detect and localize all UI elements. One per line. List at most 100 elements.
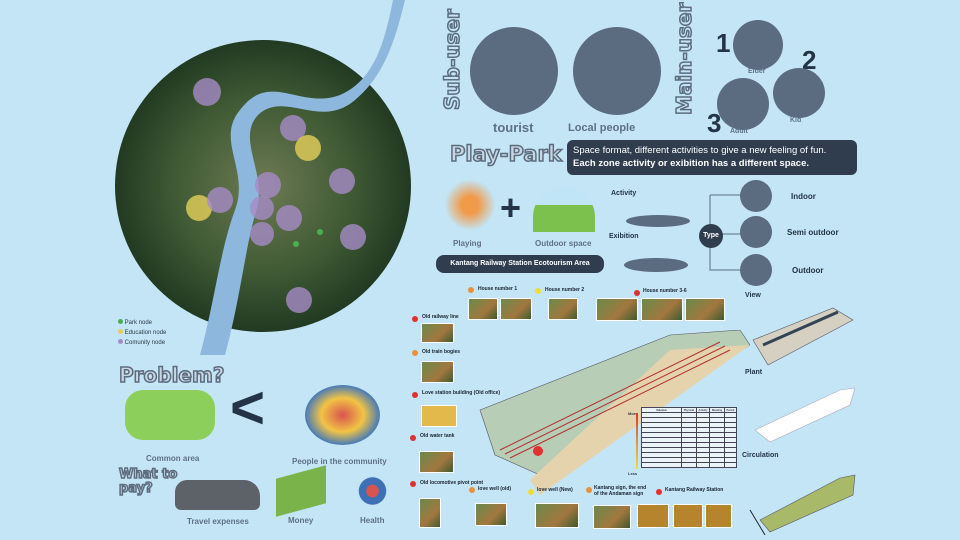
sub-user-title: Sub-user [439, 8, 465, 110]
outdoor-label: Outdoor [792, 266, 824, 275]
map-legend: Park node Education node Comunity node [118, 318, 166, 348]
legend-label: Park node [124, 320, 153, 326]
point-photo [421, 405, 457, 427]
community-node [250, 196, 274, 220]
point-label: Old water tank [420, 433, 455, 439]
point-photo [475, 503, 507, 526]
point-photo [593, 505, 631, 529]
description-line-2: Each zone activity or exibition has a di… [573, 158, 809, 169]
community-node [207, 187, 233, 213]
description-line-1: Space format, different activities to gi… [573, 145, 827, 156]
point-photo [637, 504, 669, 528]
community-node [329, 168, 355, 194]
point-marker [586, 487, 592, 493]
point-marker [528, 489, 534, 495]
more-label: More [628, 411, 638, 416]
activity-illustration [626, 215, 690, 227]
number-1: 1 [716, 28, 731, 58]
point-label: House number 2 [545, 287, 585, 293]
valuation-scale [636, 413, 638, 469]
point-photo [421, 323, 454, 343]
travel-expenses-label: Travel expenses [187, 517, 249, 526]
number-3: 3 [707, 108, 722, 138]
health-illustration [345, 472, 400, 510]
number-2: 2 [802, 45, 817, 75]
problem-title: Problem? [118, 362, 225, 388]
play-park-title: Play-Park [449, 141, 562, 167]
community-node [255, 172, 281, 198]
point-label: Old locomotive pivot point [420, 480, 484, 486]
point-photo [421, 361, 454, 383]
point-marker [410, 481, 416, 487]
point-marker [468, 287, 474, 293]
car-illustration [175, 480, 260, 510]
education-node [295, 135, 321, 161]
indoor-icon [740, 180, 772, 212]
common-area-label: Common area [146, 454, 200, 463]
point-label: House number 1 [478, 286, 518, 292]
less-than-symbol: < [230, 374, 266, 441]
tourist-label: tourist [493, 120, 534, 135]
park-node [317, 229, 323, 235]
point-photo [685, 298, 725, 321]
circulation-title: Circulation [742, 452, 779, 459]
point-photo [673, 504, 703, 528]
type-label: Type [703, 232, 719, 239]
elder-illustration [733, 20, 783, 70]
exibition-illustration [624, 258, 688, 272]
semi-outdoor-icon [740, 216, 772, 248]
point-photo [419, 451, 454, 473]
type-node: Type [699, 224, 723, 248]
crowd-illustration [305, 385, 380, 445]
health-label: Health [360, 516, 385, 525]
kid-label: Kid [790, 117, 802, 124]
circulation-diagram [749, 474, 856, 535]
point-marker [469, 487, 475, 493]
point-marker [412, 392, 418, 398]
outdoor-space-label: Outdoor space [535, 239, 592, 248]
less-label: Less [628, 471, 638, 476]
legend-label: Education node [124, 330, 167, 336]
description-box: Space format, different activities to gi… [567, 140, 857, 175]
point-label: Old railway line [422, 314, 459, 320]
indoor-label: Indoor [791, 192, 816, 201]
playing-illustration [440, 175, 500, 235]
local-people-label: Local people [568, 122, 636, 134]
view-diagram [752, 307, 854, 366]
area-badge: Kantang Railway Station Ecotourism Area [436, 255, 604, 273]
point-marker [412, 350, 418, 356]
outdoor-space-illustration [533, 187, 595, 232]
point-marker [412, 316, 418, 322]
point-label: love well (New) [537, 487, 573, 493]
station-site-plan [479, 330, 750, 495]
point-label: Love station building (Old office) [422, 390, 501, 396]
common-area-illustration [125, 390, 215, 440]
legend-item: Education node [118, 328, 166, 338]
point-label: Kantang sign, the end of the Andaman sig… [594, 485, 647, 497]
community-node [193, 78, 221, 106]
elder-label: Elder [748, 68, 766, 75]
tourist-illustration [470, 27, 558, 115]
point-photo [419, 498, 441, 528]
adult-illustration [717, 78, 769, 130]
point-photo [641, 298, 683, 321]
point-label: love well (old) [478, 486, 512, 492]
legend-item: Park node [118, 318, 166, 328]
point-photo [535, 503, 579, 528]
community-node [250, 222, 274, 246]
adult-label: Adult [730, 128, 748, 135]
main-user-title: Main-user [671, 2, 697, 116]
local-people-illustration [573, 27, 661, 115]
legend-item: Comunity node [118, 338, 166, 348]
outdoor-icon [740, 254, 772, 286]
kid-illustration [773, 68, 825, 118]
exibition-label: Exibition [609, 233, 639, 240]
point-photo [468, 298, 498, 320]
what-to-pay-title: What to pay? [118, 467, 178, 497]
people-community-label: People in the community [292, 457, 387, 466]
community-node [276, 205, 302, 231]
plus-sign: + [500, 187, 522, 228]
community-node [286, 287, 312, 313]
playing-label: Playing [453, 239, 482, 248]
